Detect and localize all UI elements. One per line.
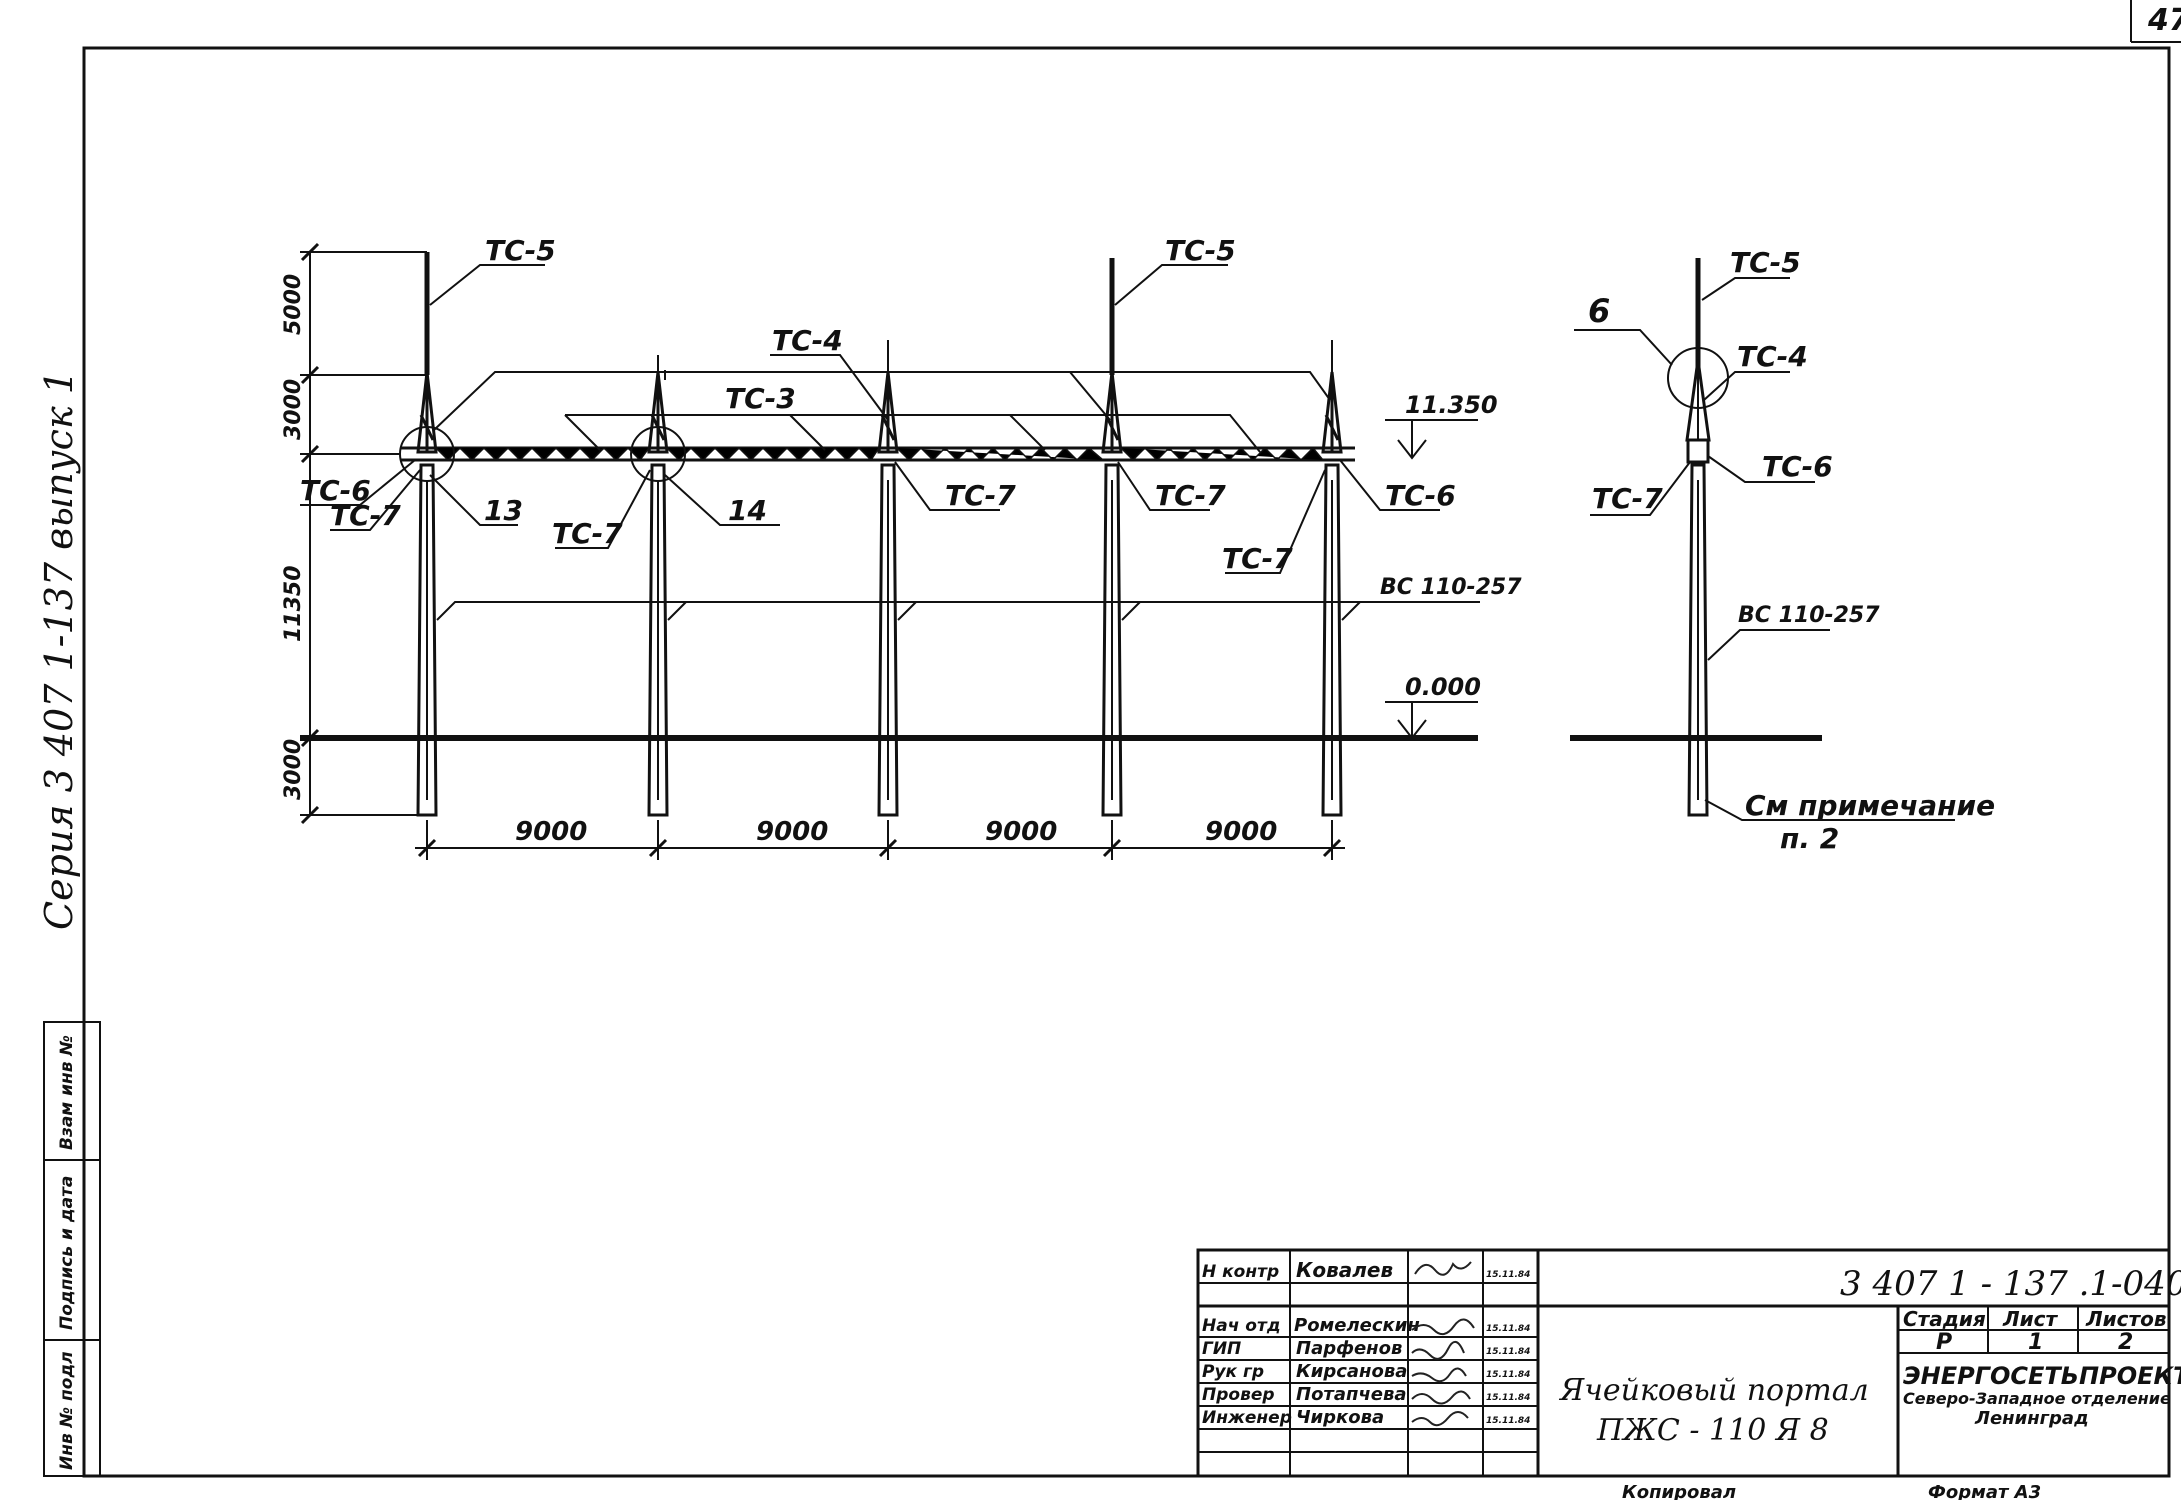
elevation-ground-label: 0.000	[1405, 673, 1481, 701]
field-vzam-inv: Взам инв №	[57, 1035, 77, 1150]
date-3: 15.11.84	[1486, 1370, 1530, 1380]
name-1: Ромелескин	[1294, 1315, 1420, 1336]
side-note-line1: См примечание	[1745, 789, 1995, 822]
field-inv-podl: Инв № подл	[57, 1351, 77, 1470]
elevation-mark-top	[1385, 419, 1478, 460]
horizontal-dimensions	[415, 820, 1345, 860]
doc-code: 3 407 1 - 137 .1-040	[1840, 1264, 2181, 1304]
format-label: Формат А3	[1928, 1482, 2041, 1500]
column-3	[877, 463, 899, 817]
column-4	[1101, 463, 1123, 817]
elevation-top-label: 11.350	[1405, 391, 1498, 419]
role-3: Рук гр	[1202, 1362, 1264, 1382]
sheet-header: Лист	[2002, 1307, 2058, 1331]
column-5	[1321, 463, 1343, 817]
label-tc4: ТС-4	[772, 324, 843, 357]
label-node-14: 14	[728, 494, 767, 527]
dim-v-5000: 5000	[281, 274, 306, 335]
dim-h-span-3: 9000	[985, 817, 1057, 847]
column-2	[647, 463, 669, 817]
org-line3: Ленинград	[1974, 1408, 2089, 1429]
label-tc5-mid: ТС-5	[1165, 234, 1236, 267]
label-tc7-a: ТС-7	[330, 499, 401, 532]
name-0: Ковалев	[1296, 1258, 1393, 1282]
node-circle-14	[630, 426, 686, 482]
dim-h-span-1: 9000	[515, 817, 587, 847]
signatures	[1411, 1261, 1475, 1427]
side-label-tc6: ТС-6	[1762, 450, 1833, 483]
drawing-title-line1: Ячейковый портал	[1558, 1373, 1869, 1408]
side-column	[1687, 463, 1709, 817]
dim-v-3000-foundation: 3000	[281, 739, 306, 800]
series-side-text: Серия 3 407 1-137 выпуск 1	[37, 370, 81, 930]
role-4: Провер	[1202, 1385, 1275, 1405]
side-label-tc7: ТС-7	[1592, 482, 1663, 515]
dim-v-11350: 11350	[281, 565, 306, 642]
dim-h-span-2: 9000	[756, 817, 828, 847]
name-2: Парфенов	[1296, 1338, 1402, 1359]
org-line2: Северо-Западное отделение	[1903, 1389, 2171, 1408]
label-tc6-left: ТС-6	[300, 474, 371, 507]
columns	[416, 463, 1343, 817]
page-number: 47	[2147, 3, 2181, 38]
label-tc5-left: ТС-5	[485, 234, 556, 267]
org-line1: ЭНЕРГОСЕТЬПРОЕКТ	[1903, 1362, 2181, 1390]
label-node-13: 13	[484, 494, 523, 527]
label-tc7-d: ТС-7	[1155, 479, 1226, 512]
leader-lines	[300, 264, 1480, 621]
field-sign-date: Подпись и дата	[57, 1176, 77, 1330]
role-5: Инженер	[1202, 1408, 1292, 1428]
role-2: ГИП	[1202, 1339, 1241, 1359]
side-label-column: ВС 110-257	[1738, 603, 1880, 628]
label-tc7-e: ТС-7	[1222, 542, 1293, 575]
name-3: Кирсанова	[1296, 1361, 1407, 1382]
date-5: 15.11.84	[1486, 1416, 1530, 1426]
side-leader-lines	[1574, 277, 1955, 821]
copied-label: Копировал	[1622, 1482, 1736, 1500]
sheet-value: 1	[2028, 1330, 2043, 1355]
side-view: ТС-5 6 ТС-4 ТС-7 ТС-6 ВС 110-257 См прим…	[1570, 246, 1995, 855]
dim-v-3000: 3000	[281, 379, 306, 440]
left-margin: Серия 3 407 1-137 выпуск 1 Взам инв № По…	[37, 370, 101, 1477]
date-2: 15.11.84	[1486, 1347, 1530, 1357]
column-1	[416, 463, 438, 817]
side-note-line2: п. 2	[1780, 822, 1839, 855]
elevation-mark-ground	[1385, 701, 1478, 740]
role-0: Н контр	[1202, 1262, 1279, 1282]
dim-h-span-4: 9000	[1205, 817, 1277, 847]
title-block: 3 407 1 - 137 .1-040 Ячейковый портал ПЖ…	[1196, 1248, 2181, 1500]
side-label-node-6: 6	[1588, 292, 1610, 330]
beam-diagonals	[435, 446, 1324, 462]
stage-value: Р	[1936, 1330, 1952, 1355]
label-column: ВС 110-257	[1380, 575, 1522, 600]
sheet-frame: 47	[82, 0, 2181, 1478]
label-tc7-c: ТС-7	[945, 479, 1016, 512]
vertical-dimensions	[300, 242, 427, 825]
sheets-header: Листов	[2085, 1307, 2166, 1331]
date-0: 15.11.84	[1486, 1270, 1530, 1280]
side-label-tc5: ТС-5	[1730, 246, 1801, 279]
sheets-value: 2	[2118, 1330, 2133, 1355]
label-tc7-b: ТС-7	[552, 517, 623, 550]
side-label-tc4: ТС-4	[1737, 340, 1808, 373]
date-1: 15.11.84	[1486, 1324, 1530, 1334]
peaks	[416, 371, 1343, 454]
name-5: Чиркова	[1296, 1407, 1384, 1428]
drawing-title-line2: ПЖС - 110 Я 8	[1596, 1413, 1829, 1448]
role-1: Нач отд	[1202, 1316, 1281, 1336]
label-tc6-right: ТС-6	[1385, 479, 1456, 512]
portal-elevation: 5000 3000 11350 3000 9000 9000 9000 9000	[281, 234, 1522, 860]
label-tc3: ТС-3	[725, 382, 796, 415]
name-4: Потапчева	[1296, 1384, 1407, 1405]
stage-header: Стадия	[1903, 1307, 1986, 1331]
date-4: 15.11.84	[1486, 1393, 1530, 1403]
